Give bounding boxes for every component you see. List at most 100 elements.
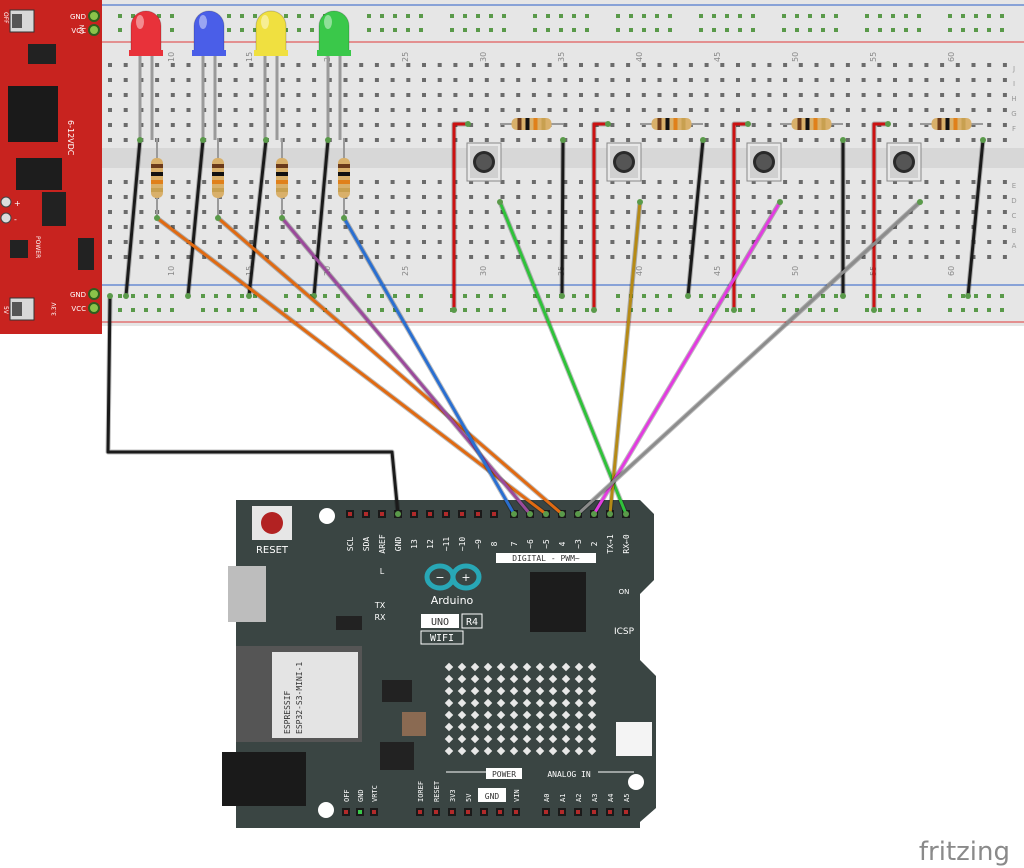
column-number: 15 [245,52,254,62]
mcu-chip [530,572,586,632]
header-pin-label: GND [357,789,365,802]
header-pin-label: IOREF [417,781,425,802]
wire-button1-to-d0 [498,200,628,516]
row-letter: A [1012,242,1017,250]
led-red [129,10,163,140]
column-number: 55 [869,52,878,62]
board-variant: WIFI [430,633,454,644]
header-pin-label: OFF [343,789,351,802]
header-pin-label: 3V3 [449,789,457,802]
column-number: 60 [947,52,956,62]
resistor [780,118,843,130]
header-pin-label: RX←0 [622,534,631,553]
pm-minus-label: - [14,215,17,224]
header-pin-label: VRTC [371,785,379,802]
header-pin-label: AREF [378,534,387,553]
column-number: 40 [635,52,644,62]
mount-hole [628,774,644,790]
push-button[interactable] [606,142,642,182]
header-pin-label: GND [485,792,500,801]
push-button[interactable] [886,142,922,182]
arduino-logo: − + [424,563,482,591]
wire-led-green-to-d7 [342,216,516,516]
column-number: 15 [245,266,254,276]
mount-hole [318,802,334,818]
pm-input-label: 6-12VDC [66,120,75,156]
column-number: 10 [167,266,176,276]
column-number: 60 [947,266,956,276]
signal-wires [105,199,923,517]
push-button[interactable] [466,142,502,182]
led-green [317,10,351,140]
pm-3v3-label: 3.3V [51,301,58,316]
row-letter: E [1012,182,1016,190]
pm-label-vcc-bottom: VCC [71,305,86,313]
power-analog-header: IOREFRESET3V35VGNDGNDVINGNDA0A1A2A3A4A5O… [342,780,631,816]
pm-label-gnd-bottom: GND [70,291,86,299]
on-led-label: ON [619,588,630,596]
header-pin-label: 2 [590,541,599,546]
column-number: 35 [557,52,566,62]
svg-text:+: + [461,571,470,584]
breadboard-power-module: GND VCC GND VCC 6-12VDC POWER + - OFF ON… [0,0,102,334]
power-header-label: POWER [492,770,516,779]
row-letter: I [1013,80,1015,88]
ground-jumper [186,138,205,298]
dc-barrel-jack [222,752,306,806]
header-pin-label: SDA [362,537,371,552]
resistor [151,138,163,218]
header-pin-label: RESET [433,780,441,802]
ground-jumper [312,138,330,298]
header-pin-label: 8 [490,541,499,546]
pm-power-label: POWER [34,236,41,258]
led-blue [192,10,226,140]
analog-header-label: ANALOG IN [547,770,591,779]
pm-plus-label: + [14,199,21,208]
fritzing-watermark: fritzing [919,837,1010,867]
column-number: 30 [479,266,488,276]
board-brand: Arduino [431,594,474,607]
header-pin-label: A3 [591,794,599,802]
header-pin-label: 4 [558,541,567,546]
ground-jumper [124,138,142,298]
reset-button-cap[interactable] [261,512,283,534]
header-pin-label: A2 [575,794,583,802]
vcc-jumper [452,122,470,312]
resistor [276,138,288,218]
resistor [500,118,563,130]
ground-jumper [560,138,565,298]
led-matrix [444,662,597,756]
header-pin-label: A1 [559,794,567,802]
ground-wire-to-arduino [106,294,400,516]
led-yellow [254,10,288,140]
pm-5v-label: 5V [2,306,9,315]
mount-hole [319,508,335,524]
arduino-uno-r4-wifi: RESET ESPRESSIF ESP32-S3-MINI-1 − + Ardu… [222,500,656,828]
module-name: ESP32-S3-MINI-1 [295,662,304,734]
header-pin-label: ~9 [474,539,483,549]
header-pin-label: 7 [510,541,519,546]
row-letter: H [1011,95,1016,103]
header-pin-label: ~6 [526,539,535,549]
resistor [338,138,350,218]
column-number: 40 [635,266,644,276]
header-pin-label: ~5 [542,539,551,549]
icsp-label: ICSP [614,627,635,637]
push-button[interactable] [746,142,782,182]
vcc-jumper [872,122,890,312]
column-number: 45 [713,266,722,276]
pm-switch-off-label: OFF [2,12,9,24]
row-letter: C [1012,212,1017,220]
row-letter: J [1012,65,1015,73]
reset-label: RESET [256,545,289,556]
column-number: 10 [167,52,176,62]
resistors [151,118,983,218]
wire-led-red-to-d5 [155,216,548,516]
svg-text:−: − [435,571,444,584]
pm-label-gnd-top: GND [70,13,86,21]
vcc-jumper [592,122,610,312]
leds [129,10,351,140]
column-number: 45 [713,52,722,62]
column-number: 30 [479,52,488,62]
header-pin-label: TX→1 [606,534,615,553]
